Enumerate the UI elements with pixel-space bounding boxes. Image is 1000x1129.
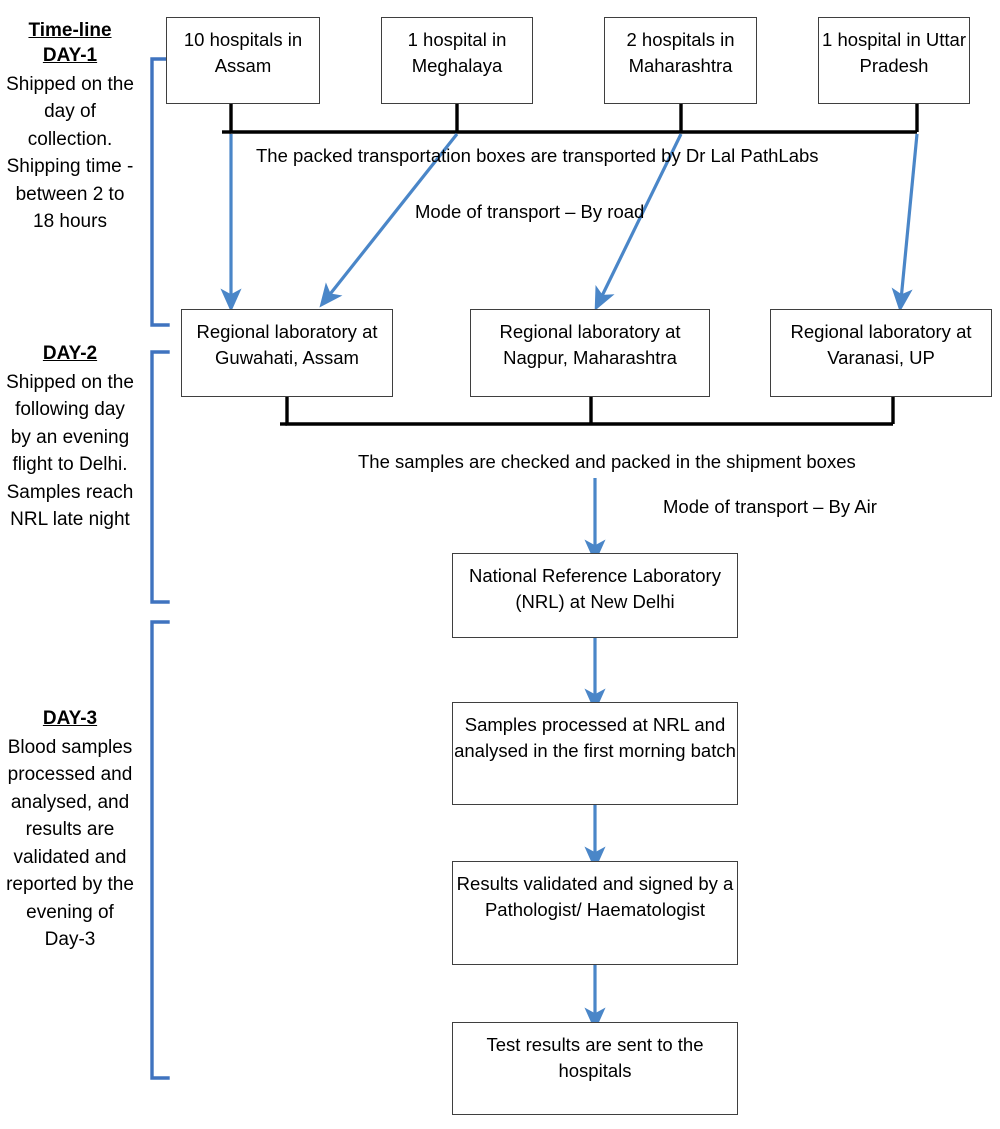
annotation-samples-packed: The samples are checked and packed in th… xyxy=(358,451,856,472)
hospital-box-maharashtra-label: 2 hospitals in Maharashtra xyxy=(626,29,735,77)
timeline-phase-day2: DAY-2 Shipped on the following day by an… xyxy=(4,340,136,534)
regional-lab-manifold xyxy=(280,397,895,426)
hospital-box-assam[interactable]: 10 hospitals in Assam xyxy=(166,17,320,104)
timeline-phase-day1: DAY-1 Shipped on the day of collection. … xyxy=(4,42,136,236)
hospital-box-meghalaya[interactable]: 1 hospital in Meghalaya xyxy=(381,17,533,104)
timeline-title: Time-line xyxy=(28,20,112,41)
timeline-bracket-day2 xyxy=(150,350,170,604)
pipeline-box-nrl-label: National Reference Laboratory (NRL) at N… xyxy=(469,565,721,613)
annotation-mode-air: Mode of transport – By Air xyxy=(663,496,877,517)
timeline-day2-label: DAY-2 xyxy=(42,343,98,364)
hospital-box-maharashtra[interactable]: 2 hospitals in Maharashtra xyxy=(604,17,757,104)
regional-lab-guwahati-label: Regional laboratory at Guwahati, Assam xyxy=(196,321,378,369)
timeline-phase-day3: DAY-3 Blood samples processed and analys… xyxy=(4,705,136,954)
pipeline-box-validation-label: Results validated and signed by a Pathol… xyxy=(456,873,734,921)
timeline-bracket-day3 xyxy=(150,620,170,1080)
annotation-transport-courier: The packed transportation boxes are tran… xyxy=(256,145,819,166)
pipeline-box-results-sent-label: Test results are sent to the hospitals xyxy=(486,1034,704,1082)
regional-lab-guwahati[interactable]: Regional laboratory at Guwahati, Assam xyxy=(181,309,393,397)
regional-lab-varanasi-label: Regional laboratory at Varanasi, UP xyxy=(790,321,972,369)
pipeline-box-processing-label: Samples processed at NRL and analysed in… xyxy=(454,714,736,762)
pipeline-box-nrl[interactable]: National Reference Laboratory (NRL) at N… xyxy=(452,553,738,638)
pipeline-box-results-sent[interactable]: Test results are sent to the hospitals xyxy=(452,1022,738,1115)
pipeline-box-validation[interactable]: Results validated and signed by a Pathol… xyxy=(452,861,738,965)
regional-lab-varanasi[interactable]: Regional laboratory at Varanasi, UP xyxy=(770,309,992,397)
timeline-day1-description: Shipped on the day of collection. Shippi… xyxy=(6,73,134,233)
hospital-manifold xyxy=(222,104,919,134)
hospital-box-assam-label: 10 hospitals in Assam xyxy=(183,29,303,77)
timeline-day3-label: DAY-3 xyxy=(42,708,98,729)
timeline-day2-description: Shipped on the following day by an eveni… xyxy=(6,371,134,531)
arrow-up-to-varanasi xyxy=(891,133,919,313)
hospital-box-uttar-pradesh[interactable]: 1 hospital in Uttar Pradesh xyxy=(818,17,970,104)
timeline-day1-label: DAY-1 xyxy=(42,45,98,66)
annotation-mode-road: Mode of transport – By road xyxy=(415,201,645,222)
regional-lab-nagpur-label: Regional laboratory at Nagpur, Maharasht… xyxy=(499,321,681,369)
hospital-box-uttar-pradesh-label: 1 hospital in Uttar Pradesh xyxy=(822,29,966,77)
hospital-box-meghalaya-label: 1 hospital in Meghalaya xyxy=(407,29,507,77)
timeline-day3-description: Blood samples processed and analysed, an… xyxy=(6,736,134,951)
pipeline-box-processing[interactable]: Samples processed at NRL and analysed in… xyxy=(452,702,738,805)
regional-lab-nagpur[interactable]: Regional laboratory at Nagpur, Maharasht… xyxy=(470,309,710,397)
